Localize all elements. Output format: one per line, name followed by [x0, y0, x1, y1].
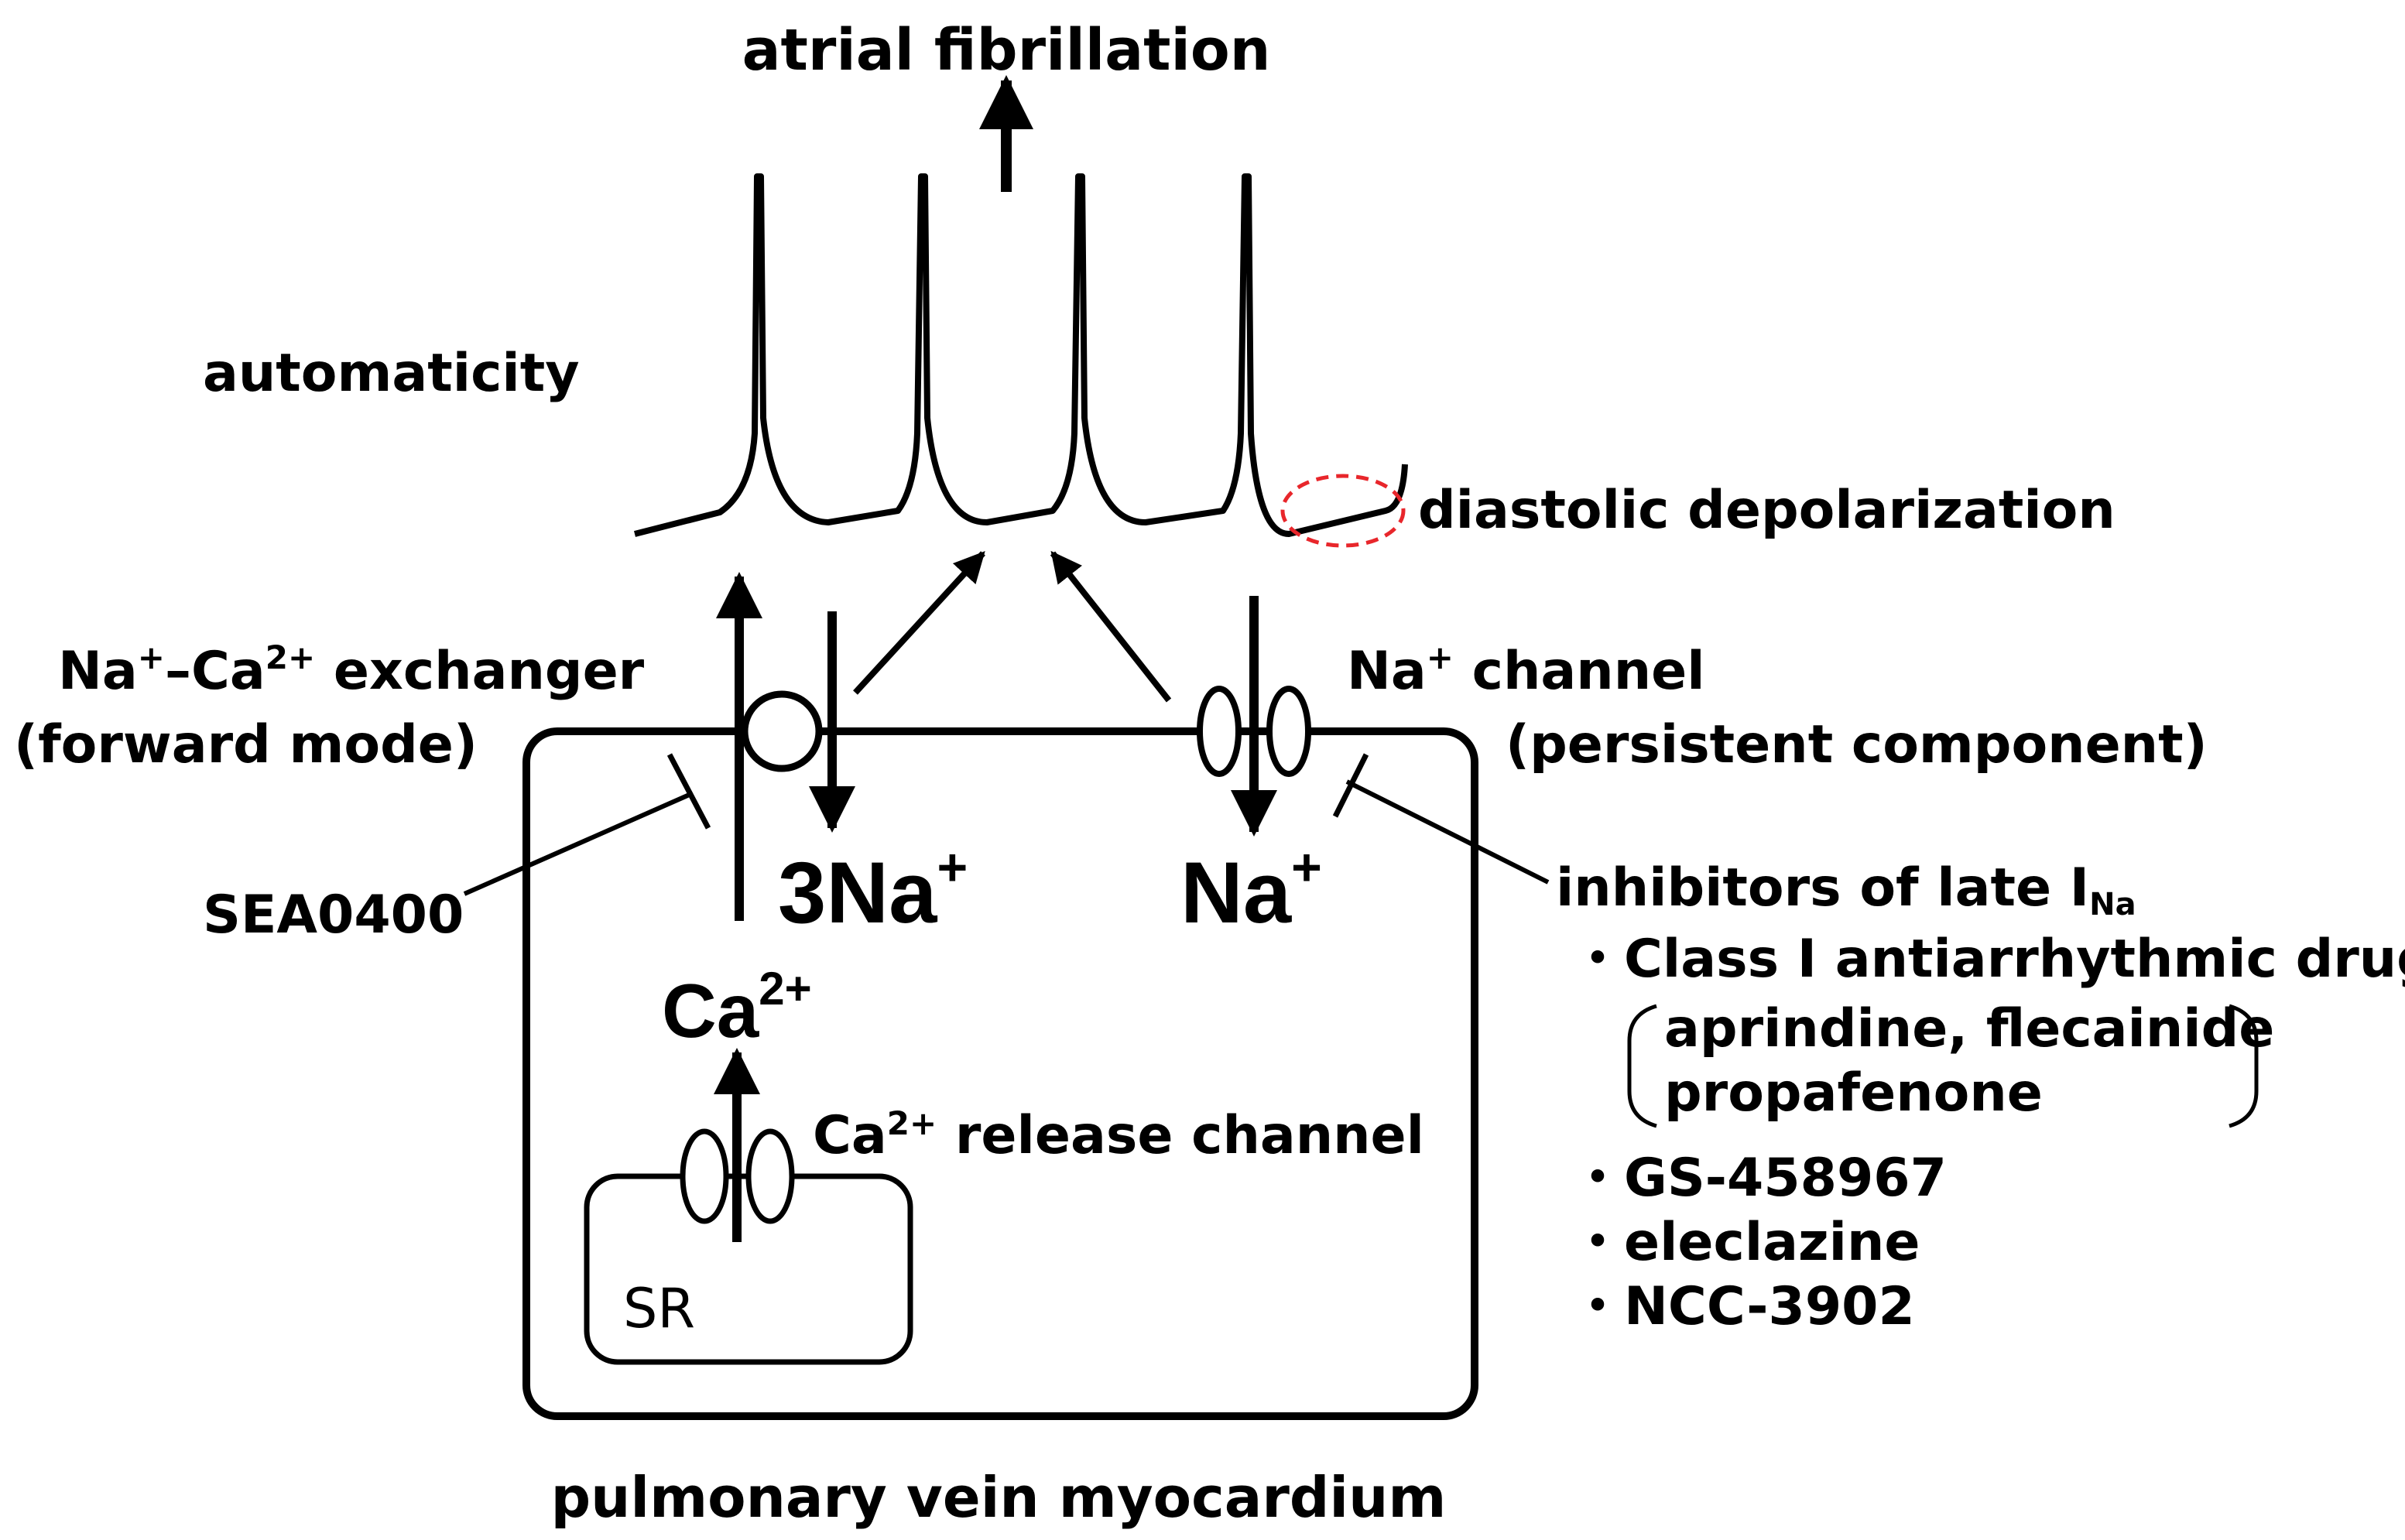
na-channel-label-line2: (persistent component): [1506, 714, 2208, 775]
na-channel-to-ap-arrow: [1050, 550, 1172, 703]
exchanger-to-ap-arrow: [853, 551, 985, 695]
action-potential-trace: [634, 173, 1408, 537]
diastolic-highlight-ellipse: [1280, 474, 1406, 548]
na-channel-left: [1197, 686, 1242, 777]
release-channel-left: [680, 1128, 729, 1224]
ion-3na-label: 3Na+: [778, 838, 968, 941]
late-ina-inhibit-bar: [1332, 753, 1369, 818]
cell-membrane-box: [522, 727, 1478, 1420]
sea-label: SEA0400: [203, 885, 464, 946]
drug-bracket-right: [2229, 1004, 2259, 1128]
automaticity-label: automaticity: [203, 343, 580, 404]
exchanger-circle: [741, 690, 823, 772]
ion-ca-label: Ca2+: [662, 963, 812, 1053]
late-ina-inhibit-line: [1345, 779, 1550, 885]
drug-bracket-left: [1627, 1004, 1657, 1128]
release-channel-label: Ca2+ release channel: [813, 1104, 1424, 1166]
na-channel-label-line1: Na+ channel: [1347, 638, 1705, 702]
inhibitor-item: ・eleclazine: [1571, 1212, 1920, 1273]
class-drugs-line1: aprindine, flecainide: [1664, 998, 2274, 1059]
sea-inhibit-bar: [666, 753, 711, 830]
class-drugs-line2: propafenone: [1664, 1063, 2043, 1124]
na-channel-right: [1266, 686, 1311, 777]
inhibitors-title: inhibitors of late INa: [1556, 857, 2136, 922]
ion-na-label: Na+: [1180, 838, 1322, 941]
release-channel-right: [745, 1128, 795, 1224]
inhibitor-item: ・NCC-3902: [1571, 1276, 1915, 1337]
diastolic-label: diastolic depolarization: [1418, 480, 2116, 541]
exchanger-label-line2: (forward mode): [14, 714, 478, 775]
cell-caption: pulmonary vein myocardium: [551, 1465, 1447, 1530]
inhibitor-item: ・GS-458967: [1571, 1148, 1947, 1209]
exchanger-label-line1: Na+–Ca2+ exchanger: [58, 638, 645, 702]
inhibitor-class-item: ・Class I antiarrhythmic drugs: [1571, 929, 2405, 990]
sr-label: SR: [623, 1277, 695, 1340]
outcome-label: atrial fibrillation: [742, 17, 1271, 84]
sea-inhibit-line: [463, 791, 694, 896]
